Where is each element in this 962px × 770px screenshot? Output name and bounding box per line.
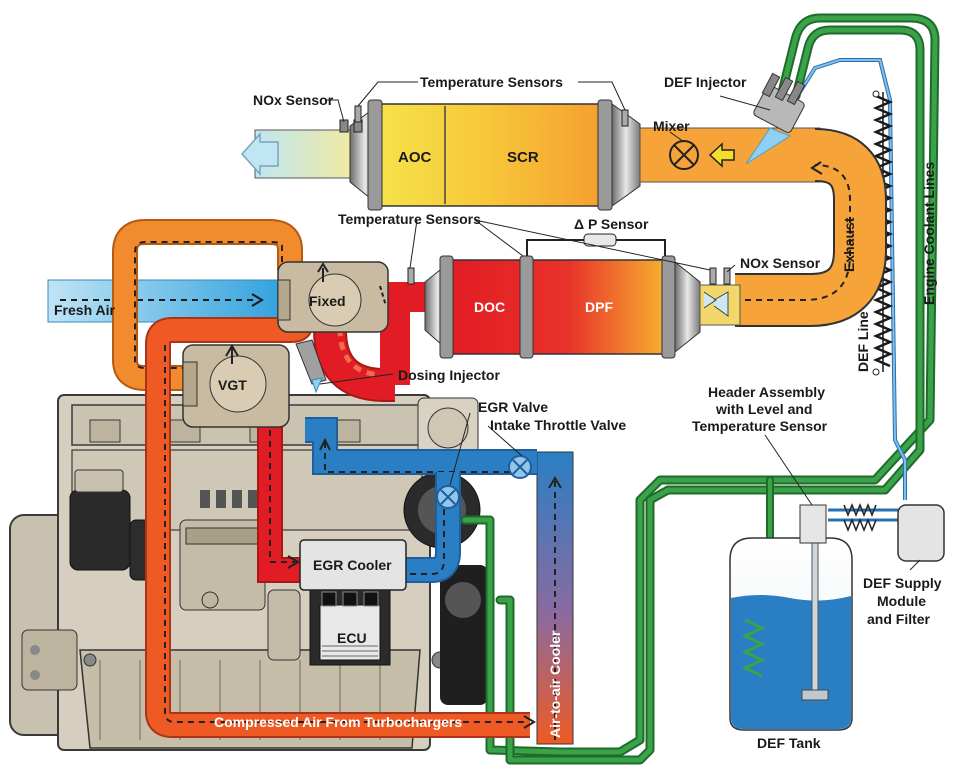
fresh-air-duct: [47, 279, 289, 323]
def-injector: [753, 72, 806, 133]
header-assembly-label-line2: with Level and: [715, 401, 812, 417]
scr-label: SCR: [507, 149, 539, 166]
exhaust-bend: [735, 128, 887, 327]
nox-sensor-top-label: NOx Sensor: [253, 92, 334, 108]
exhaust-label: Exhaust: [841, 217, 857, 272]
def-supply-label-line2: Module: [877, 593, 926, 609]
mixer-label: Mixer: [653, 118, 690, 134]
ecu-label: ECU: [337, 630, 367, 646]
def-tank-label: DEF Tank: [757, 735, 821, 751]
def-tank: [729, 504, 853, 731]
egr-cooler: [299, 539, 407, 591]
engine-coolant-lines-label: Engine Coolant Lines: [921, 162, 937, 305]
intake-throttle-valve: [508, 455, 532, 479]
ecu: [309, 584, 391, 666]
egr-pipes: [257, 283, 410, 583]
doc-label: DOC: [474, 299, 505, 315]
header-assembly-label-line1: Header Assembly: [708, 384, 825, 400]
def-supply-label-line1: DEF Supply: [863, 575, 942, 591]
doc-dpf-assembly: [385, 233, 741, 359]
fixed-label: Fixed: [309, 293, 346, 309]
turbo-fixed: [277, 261, 389, 333]
aoc-label: AOC: [398, 149, 432, 166]
air-to-air-cooler: [536, 451, 574, 745]
def-supply-label-line3: and Filter: [867, 611, 931, 627]
delta-p-sensor-label: Δ P Sensor: [574, 216, 649, 232]
temperature-sensors-top-label: Temperature Sensors: [420, 74, 563, 90]
vgt-label: VGT: [218, 377, 247, 393]
dpf-label: DPF: [585, 299, 613, 315]
turbo-vgt: [182, 344, 290, 428]
compressed-air-label: Compressed Air From Turbochargers: [214, 714, 462, 730]
egr-valve: [436, 485, 460, 509]
fresh-air-label: Fresh Air: [54, 302, 115, 318]
temperature-sensors-mid-label: Temperature Sensors: [338, 211, 481, 227]
def-supply-module: [843, 502, 945, 562]
egr-valve-label: EGR Valve: [478, 399, 548, 415]
def-injector-label: DEF Injector: [664, 74, 747, 90]
leader-lines: [319, 81, 921, 571]
air-to-air-cooler-label: Air-to-air Cooler: [547, 630, 563, 738]
header-assembly-label-line3: Temperature Sensor: [692, 418, 828, 434]
intake-throttle-valve-label: Intake Throttle Valve: [490, 417, 626, 433]
dosing-injector-label: Dosing Injector: [398, 367, 500, 383]
dosing-injector: [295, 339, 327, 394]
def-line: [798, 58, 907, 522]
scr-assembly: [240, 99, 821, 211]
def-line-label: DEF Line: [855, 311, 871, 372]
intake-duct: [305, 417, 537, 583]
egr-cooler-label: EGR Cooler: [313, 557, 392, 573]
nox-sensor-mid-label: NOx Sensor: [740, 255, 821, 271]
